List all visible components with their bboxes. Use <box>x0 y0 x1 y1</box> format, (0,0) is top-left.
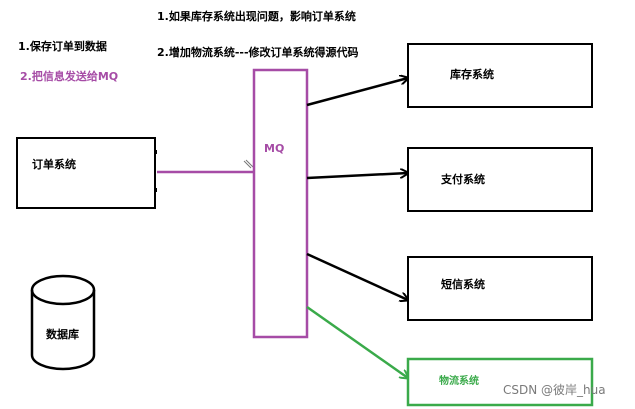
note-problem1: 1.如果库存系统出现问题，影响订单系统 <box>157 9 356 23</box>
database-node: 数据库 <box>30 274 96 371</box>
mq-box <box>252 68 309 339</box>
mq-node: MQ <box>252 68 309 339</box>
order-connector-bottom <box>154 188 157 192</box>
note-problem2: 2.增加物流系统---修改订单系统得源代码 <box>157 45 359 59</box>
note-step1: 1.保存订单到数据 <box>18 39 107 53</box>
mq-to-logistics-arrow <box>306 305 408 378</box>
logistics-system-box <box>406 357 594 407</box>
mq-to-payment-arrow <box>306 173 408 180</box>
payment-system-node: 支付系统 <box>407 147 593 212</box>
order-system-node: 订单系统 <box>16 137 157 209</box>
note-step2: 2.把信息发送给MQ <box>20 69 118 83</box>
inventory-system-box <box>407 43 593 108</box>
order-system-box <box>16 137 156 209</box>
order-system-label: 订单系统 <box>32 157 76 171</box>
mq-to-inventory-arrow <box>306 78 408 107</box>
sms-system-box <box>407 256 593 321</box>
payment-system-label: 支付系统 <box>440 172 485 186</box>
database-body <box>30 290 96 371</box>
pencil-mark <box>243 159 254 169</box>
mq-to-sms-arrow <box>306 252 408 300</box>
database-top <box>30 274 96 306</box>
logistics-system-label: 物流系统 <box>439 374 479 387</box>
inventory-system-label: 库存系统 <box>450 67 494 81</box>
payment-system-box <box>407 147 593 212</box>
database-label: 数据库 <box>46 327 79 341</box>
sms-system-node: 短信系统 <box>407 256 593 321</box>
watermark: CSDN @彼岸_hua <box>503 383 606 397</box>
logistics-system-node: 物流系统 <box>406 357 594 407</box>
mq-label: MQ <box>264 142 284 155</box>
inventory-system-node: 库存系统 <box>407 43 593 108</box>
sms-system-label: 短信系统 <box>441 277 485 291</box>
order-connector-top <box>154 150 157 154</box>
